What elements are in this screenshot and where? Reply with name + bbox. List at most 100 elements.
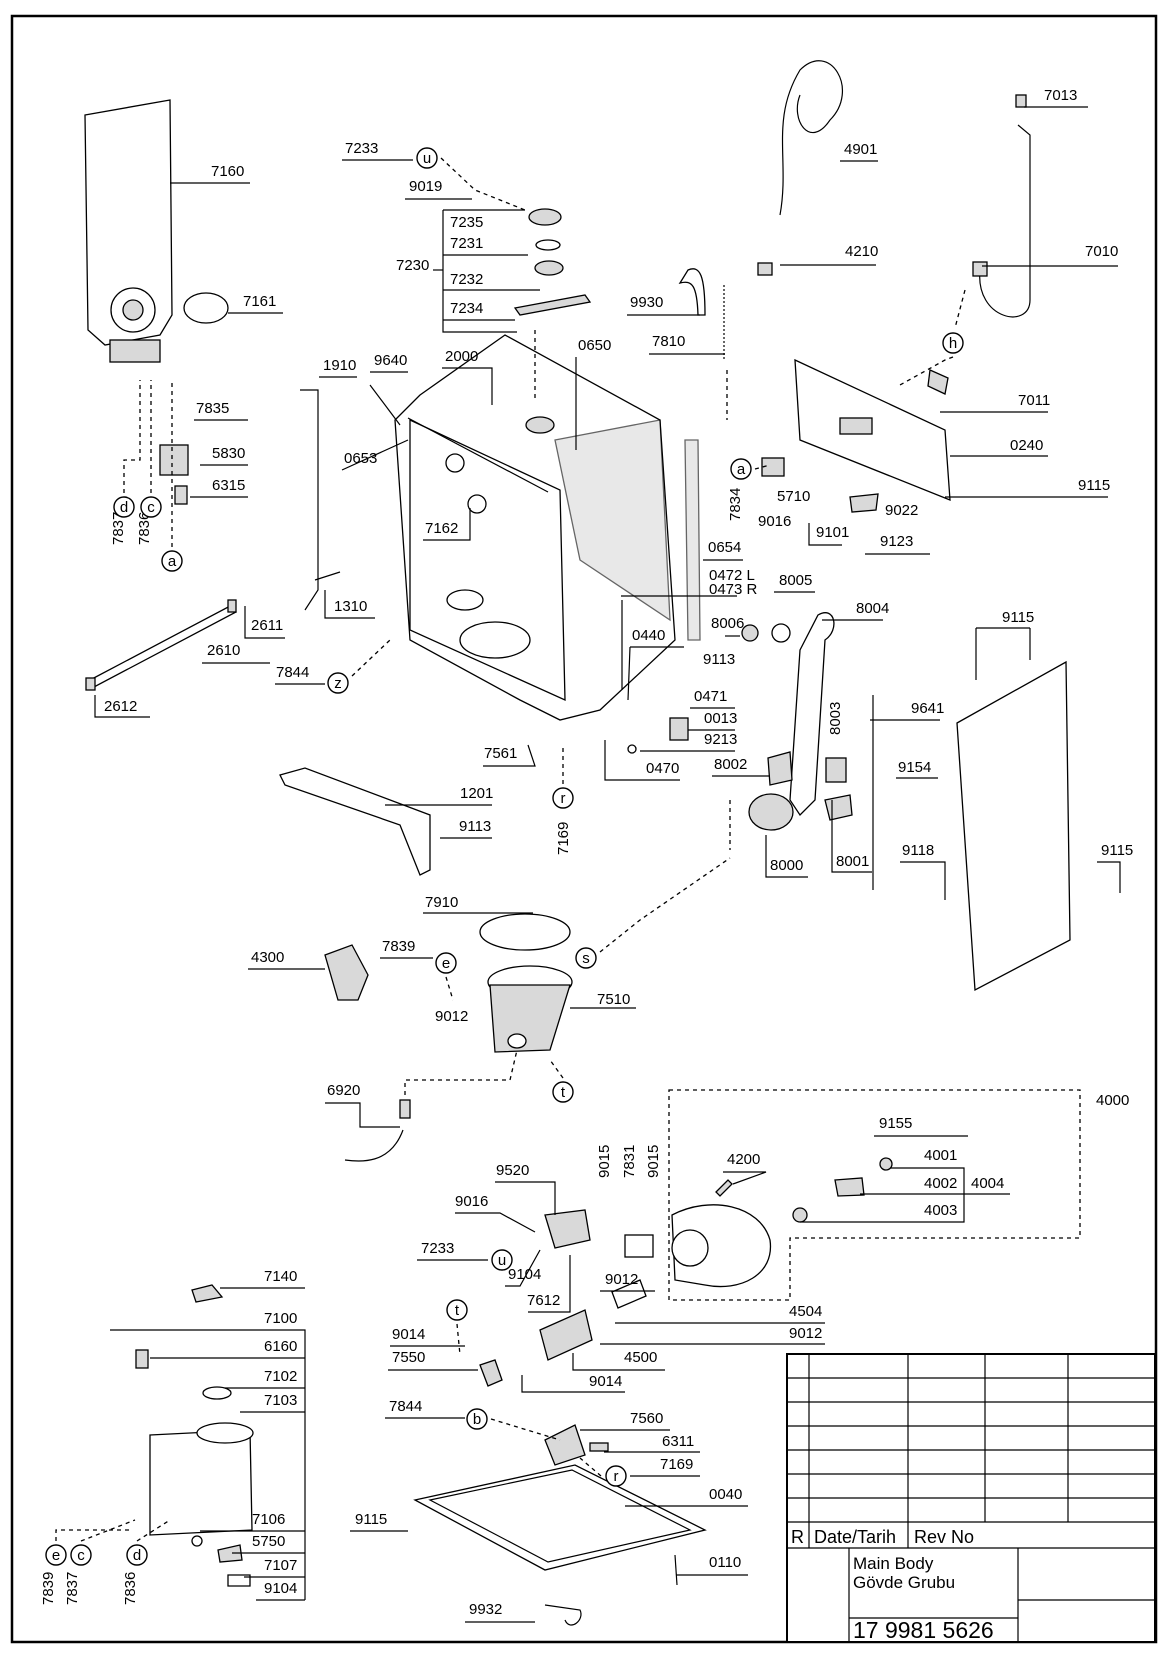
callout-letter: t (561, 1084, 566, 1101)
part-label-4504: 4504 (789, 1303, 822, 1320)
part-label-7106: 7106 (252, 1511, 285, 1528)
plate-1201 (279, 767, 431, 876)
callout-letter: d (133, 1547, 141, 1564)
callout-circle (575, 947, 597, 969)
callout-letter: s (582, 950, 590, 967)
part-label-4002: 4002 (924, 1175, 957, 1192)
part-label-8002: 8002 (714, 756, 747, 773)
part-label-8000: 8000 (770, 857, 803, 874)
callout-a2: a (161, 550, 183, 572)
part-label-1910: 1910 (323, 357, 356, 374)
rev-header: Rev No (914, 1527, 974, 1547)
callout-letter: c (147, 499, 155, 516)
part-label-7100: 7100 (264, 1310, 297, 1327)
sump-outlet (507, 1033, 527, 1049)
part-label-9213: 9213 (704, 731, 737, 748)
callout-circle (605, 1465, 627, 1487)
callout-circle (70, 1544, 92, 1566)
callout-circle (140, 496, 162, 518)
part-label-2611: 2611 (251, 617, 283, 634)
callout-circle (491, 1249, 513, 1271)
part-label-9015a: 9015 (596, 1145, 613, 1178)
part-label-6315: 6315 (212, 477, 245, 494)
strip-part-9640 (369, 384, 401, 426)
endcap-2612 (85, 677, 96, 691)
part-label-4000: 4000 (1096, 1092, 1129, 1109)
part-label-8006: 8006 (711, 615, 744, 632)
part-label-9930: 9930 (630, 294, 663, 311)
part-label-9022: 9022 (885, 502, 918, 519)
upper-spray-hub (534, 260, 564, 276)
part-label-9115b: 9115 (1002, 609, 1034, 626)
callout-letter: u (498, 1252, 506, 1269)
part-label-7161: 7161 (243, 293, 276, 310)
date-header: Date/Tarih (814, 1527, 896, 1547)
part-label-1201: 1201 (460, 785, 493, 802)
callout-circle (942, 332, 964, 354)
water-softener-7100 (149, 1429, 253, 1536)
valve-7612 (544, 1209, 591, 1249)
part-label-7844a: 7844 (276, 664, 309, 681)
callout-letter: t (455, 1302, 460, 1319)
part-label-7835: 7835 (196, 400, 229, 417)
part-label-0040: 0040 (709, 1486, 742, 1503)
part-label-7839a: 7839 (382, 938, 415, 955)
part-label-9115d: 9115 (355, 1511, 387, 1528)
part-label-0240: 0240 (1010, 437, 1043, 454)
part-label-0110: 0110 (709, 1554, 741, 1571)
callout-circle (435, 952, 457, 974)
part-label-8003: 8003 (827, 702, 844, 735)
part-label-9016a: 9016 (758, 513, 791, 530)
part-label-6311: 6311 (662, 1433, 694, 1450)
part-label-7834: 7834 (727, 488, 744, 521)
pump-4300 (324, 944, 369, 1001)
part-label-9014a: 9014 (392, 1326, 425, 1343)
part-label-9113b: 9113 (459, 818, 491, 835)
motor-pump-4000 (671, 1204, 772, 1288)
base-pan-inner (428, 1469, 692, 1563)
part-label-4003: 4003 (924, 1202, 957, 1219)
part-labels: 7013716072339019490172357231723072327234… (104, 87, 1133, 1618)
callout-letter: c (77, 1547, 85, 1564)
side-panel (956, 660, 1071, 992)
part-label-7839b: 7839 (40, 1572, 57, 1605)
part-label-7844b: 7844 (389, 1398, 422, 1415)
part-5710 (761, 457, 785, 477)
part-label-9154: 9154 (898, 759, 931, 776)
part-label-4500: 4500 (624, 1349, 657, 1366)
part-label-9012b: 9012 (605, 1271, 638, 1288)
part-label-8005: 8005 (779, 572, 812, 589)
part-7560 (544, 1424, 586, 1466)
part-7107 (227, 1574, 251, 1587)
part-label-4210: 4210 (845, 243, 878, 260)
part-label-9932: 9932 (469, 1601, 502, 1618)
callout-circle (416, 147, 438, 169)
clip-7011 (927, 369, 949, 395)
part-label-0473: 0473 R (709, 581, 758, 598)
dashed-connectors (55, 157, 1081, 1542)
part-label-0654: 0654 (708, 539, 741, 556)
part-label-7836a: 7836 (136, 512, 153, 545)
part-label-9113a: 9113 (703, 651, 735, 668)
part-0013 (669, 717, 689, 741)
part-label-7560: 7560 (630, 1410, 663, 1427)
part-label-0472: 0472 L (709, 567, 755, 584)
seal-7102 (202, 1386, 232, 1400)
part-label-8001: 8001 (836, 853, 869, 870)
sump-body-7510 (489, 984, 571, 1053)
part-label-7140: 7140 (264, 1268, 297, 1285)
part-label-9104a: 9104 (508, 1266, 541, 1283)
part-label-0471: 0471 (694, 688, 727, 705)
callout-letter: a (168, 553, 177, 570)
part-label-7836b: 7836 (122, 1572, 139, 1605)
part-label-7107: 7107 (264, 1557, 297, 1574)
part-label-7169a: 7169 (555, 822, 572, 855)
callout-circle (126, 1544, 148, 1566)
part-label-7233b: 7233 (421, 1240, 454, 1257)
callout-letter: h (949, 335, 957, 352)
part-label-4901: 4901 (844, 141, 877, 158)
part-label-7831: 7831 (621, 1145, 638, 1178)
part-label-0650: 0650 (578, 337, 611, 354)
